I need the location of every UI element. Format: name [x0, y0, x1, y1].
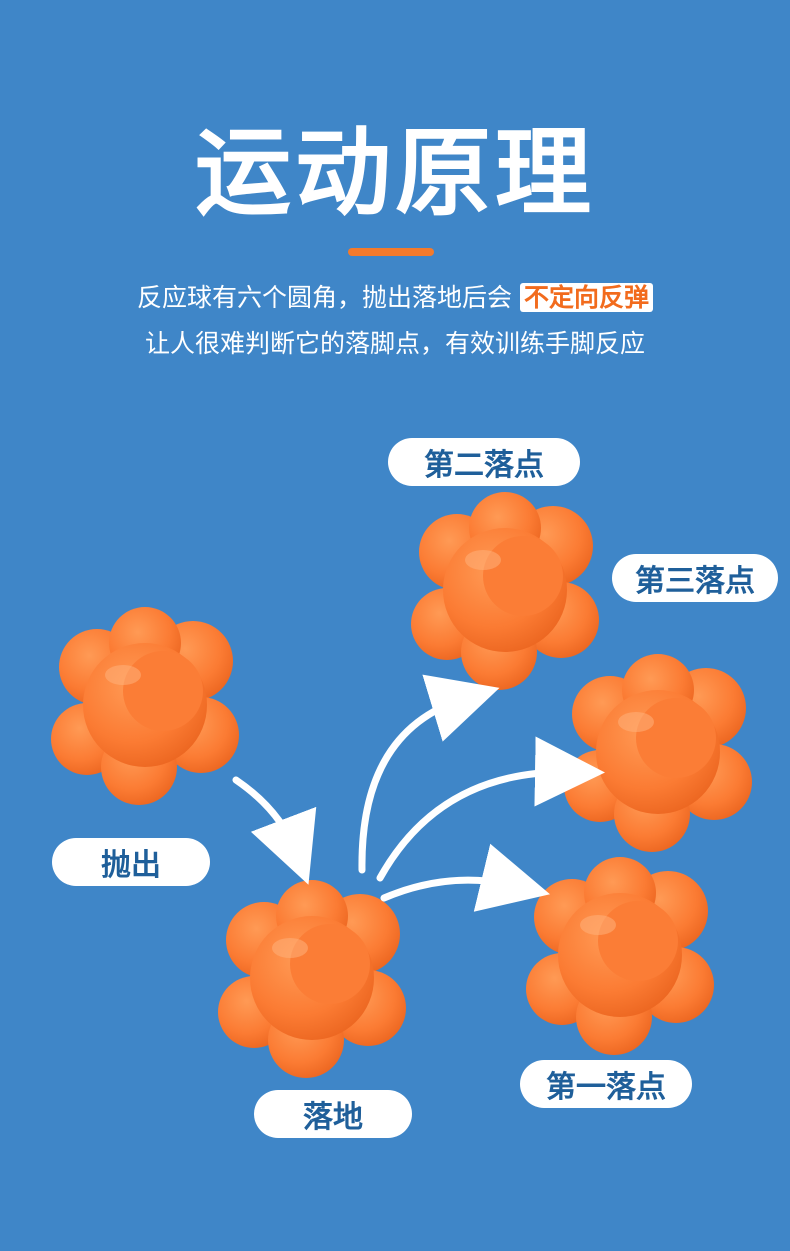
- page-title: 运动原理: [195, 117, 595, 229]
- ball-landing: [218, 880, 406, 1078]
- description-line-1: 反应球有六个圆角，抛出落地后会 不定向反弹: [0, 278, 790, 318]
- label-throw: 抛出: [52, 838, 210, 886]
- arrow-land-to-second: [358, 674, 500, 874]
- ball-second-landing: [411, 492, 599, 690]
- ball-third-landing: [564, 654, 752, 852]
- label-landing: 落地: [254, 1090, 412, 1138]
- arrow-throw-to-land: [232, 776, 317, 885]
- arrow-land-to-first: [380, 843, 551, 912]
- title-divider: [348, 248, 434, 256]
- description-line-1-text: 反应球有六个圆角，抛出落地后会: [137, 283, 513, 312]
- ball-first-landing: [526, 857, 714, 1055]
- label-second-landing: 第二落点: [388, 438, 580, 486]
- arrow-land-to-third: [376, 736, 605, 882]
- description-line-2: 让人很难判断它的落脚点，有效训练手脚反应: [144, 329, 645, 358]
- ball-throw: [51, 607, 239, 805]
- label-first-landing: 第一落点: [520, 1060, 692, 1108]
- description-highlight: 不定向反弹: [519, 283, 653, 312]
- label-third-landing: 第三落点: [612, 554, 778, 602]
